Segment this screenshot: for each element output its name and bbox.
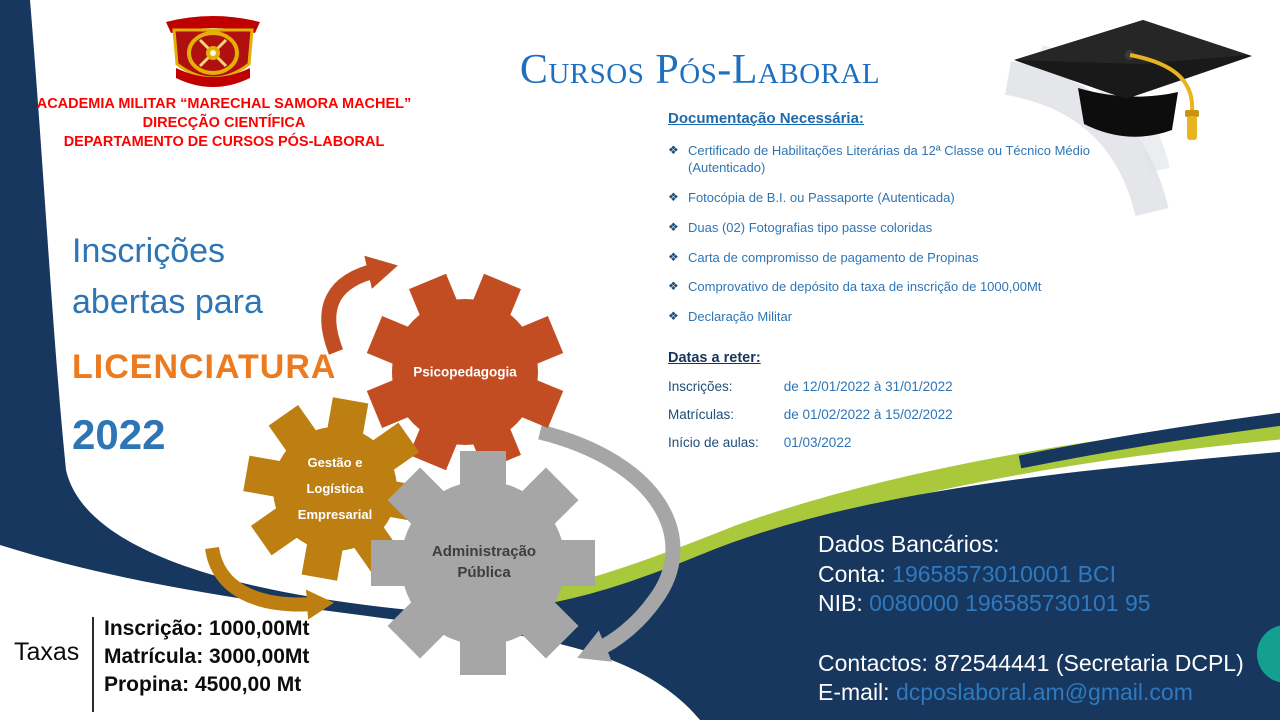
org-line1: ACADEMIA MILITAR “MARECHAL SAMORA MACHEL… <box>36 96 412 112</box>
date-row: Inscrições: de 12/01/2022 à 31/01/2022 <box>668 379 1148 394</box>
email-address: dcposlaboral.am@gmail.com <box>895 679 1193 705</box>
documentation-list: ❖ Certificado de Habilitações Literárias … <box>668 143 1152 326</box>
dates-heading: Datas a reter: <box>668 350 761 366</box>
diamond-bullet-icon: ❖ <box>668 249 679 264</box>
documentation-section: Documentação Necessária: ❖ Certificado de… <box>668 110 1152 339</box>
list-item-text: Carta de compromisso de pagamento de Pro… <box>688 249 979 265</box>
dates-section: Datas a reter: Inscrições: de 12/01/2022… <box>668 350 1148 450</box>
list-item-text: Duas (02) Fotografias tipo passe colorid… <box>688 219 933 235</box>
cap-base <box>1078 88 1178 137</box>
promo-block: Inscrições abertas para LICENCIATURA 202… <box>72 226 336 459</box>
list-item: ❖ Duas (02) Fotografias tipo passe colori… <box>668 220 1150 237</box>
list-item-text: Declaração Militar <box>688 309 793 325</box>
date-value: 01/03/2022 <box>783 435 852 450</box>
list-item-text: Comprovativo de depósito da taxa de insc… <box>688 279 1042 295</box>
bank-nib-row: NIB: 0080000 196585730101 95 <box>818 589 1273 619</box>
list-item: ❖ Declaração Militar <box>668 309 1150 326</box>
contacts-row: Contactos: 872544441 (Secretaria DCPL) <box>818 649 1244 676</box>
tassel-knob <box>1187 116 1197 140</box>
crest-wreath <box>187 31 239 75</box>
crest-bottom-ribbon <box>176 68 250 87</box>
bank-details-section: Dados Bancários: Conta: 19658573010001 B… <box>818 530 1273 708</box>
org-line3: DEPARTAMENTO DE CURSOS PÓS-LABORAL <box>63 134 385 150</box>
promo-line2: abertas para <box>72 283 263 321</box>
diamond-bullet-icon: ❖ <box>668 309 679 324</box>
date-value: de 12/01/2022 à 31/01/2022 <box>783 379 953 394</box>
date-row: Início de aulas: 01/03/2022 <box>668 435 1148 450</box>
date-label: Inscrições: <box>668 379 733 394</box>
list-item-text: Fotocópia de B.I. ou Passaporte (Autenti… <box>688 189 955 205</box>
fees-lines: Inscrição: 1000,00Mt Matrícula: 3000,00M… <box>104 615 309 699</box>
org-header: ACADEMIA MILITAR “MARECHAL SAMORA MACHEL… <box>8 95 440 152</box>
list-item: ❖ Certificado de Habilitações Literárias … <box>668 143 1150 177</box>
diamond-bullet-icon: ❖ <box>668 219 679 234</box>
date-label: Matrículas: <box>668 407 735 422</box>
page-title: Cursos Pós-Laboral <box>519 47 881 93</box>
date-row: Matrículas: de 01/02/2022 à 15/02/2022 <box>668 407 1148 422</box>
teal-circle <box>1257 625 1280 683</box>
org-line2: DIRECÇÃO CIENTÍFICA <box>142 115 306 131</box>
fee-line: Matrícula: 3000,00Mt <box>104 645 310 668</box>
email-label: E-mail: <box>818 679 896 705</box>
tassel-collar <box>1185 110 1199 117</box>
nib-label: NIB: <box>818 590 870 616</box>
program-name: LICENCIATURA <box>72 348 337 386</box>
email-row: E-mail: dcposlaboral.am@gmail.com <box>818 678 1273 708</box>
diamond-bullet-icon: ❖ <box>668 143 679 157</box>
list-item-text: Certificado de Habilitações Literárias d… <box>688 143 1091 175</box>
documentation-heading: Documentação Necessária: <box>668 110 864 127</box>
bank-heading: Dados Bancários: <box>818 531 1000 557</box>
account-label: Conta: <box>818 560 893 587</box>
navy-top-ribbon <box>1018 412 1280 469</box>
account-number: 19658573010001 BCI <box>892 560 1116 587</box>
list-item: ❖ Carta de compromisso de pagamento de Pr… <box>668 250 1150 267</box>
fees-heading: Taxas <box>14 638 80 666</box>
promo-line1: Inscrições <box>72 232 226 270</box>
fee-line: Propina: 4500,00 Mt <box>104 673 302 696</box>
graduation-cap-illustration <box>1004 20 1252 217</box>
program-year: 2022 <box>72 411 166 458</box>
diamond-bullet-icon: ❖ <box>668 279 679 294</box>
date-label: Início de aulas: <box>668 435 759 450</box>
tassel-cord <box>1129 53 1195 113</box>
academy-crest-logo <box>152 6 274 98</box>
bank-account-row: Conta: 19658573010001 BCI <box>818 560 1273 590</box>
fees-section: Taxas Inscrição: 1000,00Mt Matrícula: 30… <box>10 612 340 718</box>
diamond-bullet-icon: ❖ <box>668 189 679 204</box>
date-value: de 01/02/2022 à 15/02/2022 <box>783 407 953 422</box>
fee-line: Inscrição: 1000,00Mt <box>104 617 310 640</box>
list-item: ❖ Fotocópia de B.I. ou Passaporte (Autent… <box>668 190 1150 207</box>
crest-center-dot <box>210 50 216 56</box>
fees-divider <box>92 617 94 712</box>
cap-board-sheen <box>1014 20 1248 64</box>
nib-number: 0080000 196585730101 95 <box>869 590 1151 616</box>
list-item: ❖ Comprovativo de depósito da taxa de ins… <box>668 279 1150 296</box>
